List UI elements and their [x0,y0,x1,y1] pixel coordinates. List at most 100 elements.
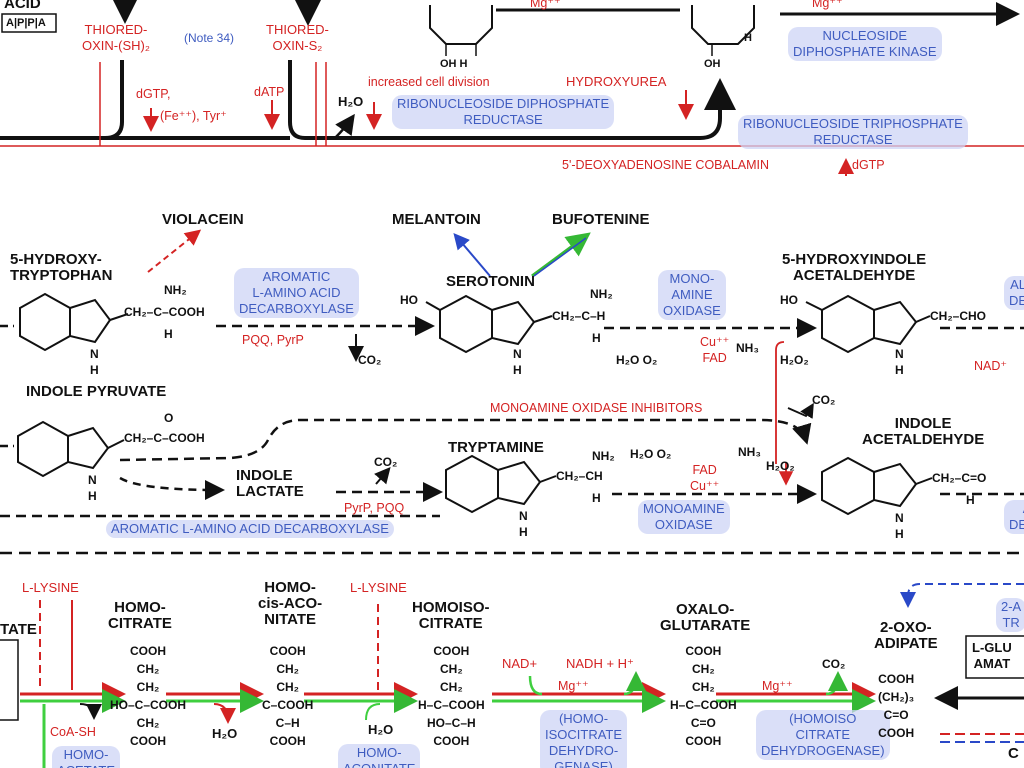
rtr-enzyme-label: RIBONUCLEOSIDE TRIPHOSPHATE REDUCTASE [738,115,968,149]
indole-ring-serotonin [425,294,553,354]
cobalamin-label: 5'-DEOXYADENOSINE COBALAMIN [562,158,770,172]
ring-right-h: H [744,32,752,44]
pqq-pyrp-label: PQQ, PyrP [242,333,304,347]
h2o-bottom-a: H₂O [212,726,238,741]
indole-ring-pyruvate [17,420,125,478]
mao-enzyme-a-label: MONO- AMINE OXIDASE [658,270,726,320]
nadh-exit-arc [623,671,646,696]
sugar-ring-right [691,5,755,45]
oxoadipate-label: 2-OXO- ADIPATE [874,619,938,652]
fe-tyr-label: (Fe⁺⁺), Tyr⁺ [160,109,227,123]
maoi-line [775,341,785,464]
homocitrate-label: HOMO- CITRATE [108,599,172,632]
ia-sidechain: CH₂–C=O [932,471,987,485]
tryptamine-sidechain: CH₂–CH [556,469,603,483]
h2o-o2-b-label: H₂O O₂ [630,447,672,461]
h2o-entry-arc [365,703,381,721]
hydroxyurea-label: HYDROXYUREA [566,74,667,89]
ip-sidechain: CH₂–C–COOH [124,431,205,445]
right-frag-c: 2-A TR [996,598,1024,632]
dgtp-right-label: dGTP [852,158,885,172]
tryptamine-h: H [592,491,601,505]
lysine-a-label: L-LYSINE [22,580,79,595]
ia-nh: N H [895,511,904,541]
og-structure: COOH CH₂ CH₂ H–C–COOH C=O COOH [670,644,737,748]
ip-o: O [164,411,174,425]
hca-structure: COOH CH₂ CH₂ C–COOH C–H COOH [262,644,314,748]
homoisocitrate-label: HOMOISO- CITRATE [412,599,490,632]
tryptamine-nh2: NH₂ [592,449,615,463]
mg-bottom-b: Mg⁺⁺ [762,679,793,693]
acid-fragment: ACID [4,0,41,12]
hiaa-ho: HO [780,293,798,307]
hiaa-label: 5-HYDROXYINDOLE ACETALDEHYDE [782,251,927,284]
reductase-main-curve [288,60,736,140]
nad-a-label: NAD⁺ [974,359,1007,373]
ndk-enzyme-label: NUCLEOSIDE DIPHOSPHATE KINASE [788,27,942,61]
glutamate-box-label: L-GLU AMAT [972,640,1012,671]
hiaa-nh: N H [895,347,904,377]
h2o2-a-label: H₂O₂ [780,353,809,367]
thioredoxin-loop-left [0,60,124,140]
middle-section-lines [0,229,1024,555]
fad-cu-b-label: FAD Cu⁺⁺ [690,463,720,493]
coa-sh-label: CoA-SH [50,725,96,739]
maoi-label: MONOAMINE OXIDASE INHIBITORS [490,401,703,415]
htp-nh: N H [90,347,99,377]
nad-entry-arc [528,675,543,696]
aadc-enzyme-label: AROMATIC L-AMINO ACID DECARBOXYLASE [234,268,359,318]
nh3-b-label: NH₃ [738,445,761,459]
indole-ring-hiaa [805,294,931,354]
nh3-a-label: NH₃ [736,341,759,355]
hicd-enzyme-label: (HOMO- ISOCITRATE DEHYDRO- GENASE) [540,710,628,768]
aadc-long-label: AROMATIC L-AMINO ACID DECARBOXYLASE [106,520,394,538]
hic-structure: COOH CH₂ CH₂ H–C–COOH HO–C–H COOH [418,644,485,748]
h2o-label: H₂O [338,94,364,109]
co2-bottom: CO₂ [822,657,846,671]
co2-exit-arc [825,671,848,696]
serotonin-sidechain: CH₂–C–H [552,309,606,323]
h2o-bottom-b: H₂O [368,722,394,737]
hiaa-sidechain: CH₂–CHO [930,309,987,323]
indole-ring-tryptamine [445,454,557,514]
co2-release-b [374,466,391,485]
left-frag-box [0,639,19,721]
violacein-label: VIOLACEIN [162,211,244,228]
ia-h: H [966,493,975,507]
homo-cis-aconitate-label: HOMO- cis-ACO- NITATE [258,579,323,628]
htp-nh2: NH₂ [164,283,187,297]
bottom-section-lines [0,583,1024,768]
h2o-o2-a-label: H₂O O₂ [616,353,658,367]
serotonin-h: H [592,331,601,345]
co2-release-c [787,402,814,419]
indole-ring-5htp [19,292,129,352]
lysine-b-label: L-LYSINE [350,580,407,595]
oa-structure: COOH (CH₂)₃ C=O COOH [878,672,915,740]
indole-lactate-label: INDOLE LACTATE [236,467,304,500]
atp-box: A|P|P|A [6,17,46,29]
pyrp-pqq-label: PyrP, PQQ [344,501,405,515]
tryptamine-nh: N H [519,509,528,539]
h2o2-b-label: H₂O₂ [766,459,795,473]
homo-aconitase-label: HOMO- ACONITATE [338,744,421,768]
pyruvate-to-lactate [119,476,225,500]
mg-right-label: Mg⁺⁺ [812,0,843,10]
co2-a-label: CO₂ [358,353,382,367]
htp-sidechain: CH₂–C–COOH [124,305,205,319]
serotonin-ho: HO [400,293,418,307]
atp-box-frame [1,13,57,33]
serotonin-nh2: NH₂ [590,287,613,301]
glutamate-box-frame [965,635,1024,679]
hydroxytryptophan-label: 5-HYDROXY- TRYPTOPHAN [10,251,113,284]
right-frag-b: A DEHY [1004,500,1024,534]
co2-c-label: CO₂ [374,455,398,469]
note-34: (Note 34) [184,31,235,45]
indole-pyruvate-label: INDOLE PYRUVATE [26,383,167,400]
bufotenine-arrow-blue [533,237,587,277]
thioredoxin-sh: THIORED- OXIN-(SH)₂ [82,22,150,53]
nad-label: NAD+ [502,656,538,671]
homo-fragment-label: HOMO- ACETATE [52,746,121,768]
pyruvate-to-acetaldehyde [119,418,812,462]
